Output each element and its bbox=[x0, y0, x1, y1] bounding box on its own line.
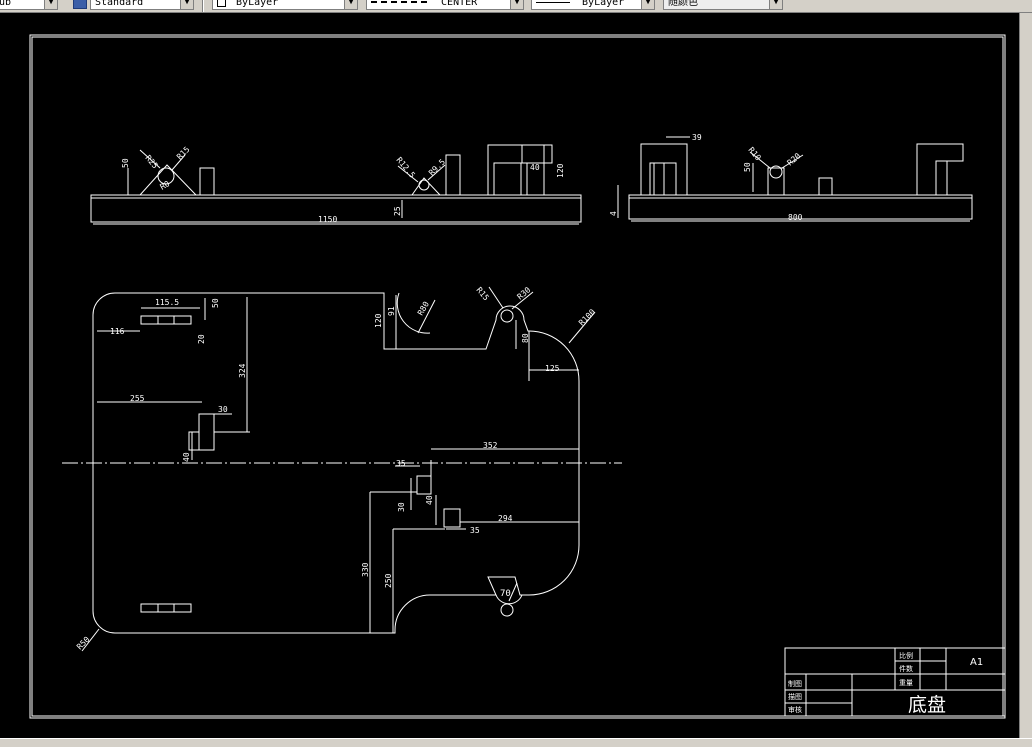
plan-dim-r50: R50 bbox=[75, 635, 92, 652]
plan-dim-35b: 35 bbox=[470, 526, 480, 535]
plan-dim-120: 120 bbox=[374, 313, 383, 328]
status-area bbox=[0, 738, 1032, 747]
lineweight-value: ByLayer bbox=[582, 0, 625, 8]
plan-dim-250: 250 bbox=[384, 573, 393, 588]
color-value: 随颜色 bbox=[668, 0, 698, 8]
plan-dim-r15: R15 bbox=[474, 286, 490, 303]
linetype-sample bbox=[371, 1, 427, 3]
plan-dim-40a: 40 bbox=[182, 452, 191, 462]
plan-dim-91: 91 bbox=[387, 306, 396, 316]
side-dim-800: 800 bbox=[788, 213, 803, 222]
front-dim-120: 120 bbox=[556, 163, 565, 178]
toolbar-separator bbox=[202, 0, 204, 12]
side-dim-r20: R20 bbox=[786, 151, 803, 167]
chevron-down-icon: ▼ bbox=[344, 0, 357, 9]
plan-dim-330: 330 bbox=[361, 562, 370, 577]
text-style-dropdown[interactable]: ub ▼ bbox=[0, 0, 58, 10]
plan-dim-255: 255 bbox=[130, 394, 145, 403]
cad-drawing: R25 R15 50 R0 R12.5 R9.5 40 120 25 1150 … bbox=[29, 34, 1006, 719]
layer-value: ByLayer bbox=[236, 0, 279, 8]
title-block-designed-label: 描图 bbox=[788, 692, 802, 701]
plan-dim-r80: R80 bbox=[416, 300, 431, 317]
layer-color-swatch bbox=[217, 0, 226, 7]
plan-dim-352: 352 bbox=[483, 441, 498, 450]
plan-dim-116: 116 bbox=[110, 327, 125, 336]
front-dim-r9-5: R9.5 bbox=[427, 157, 447, 177]
side-view bbox=[617, 136, 973, 222]
front-dim-r25: R25 bbox=[143, 154, 159, 171]
lineweight-dropdown[interactable]: ByLayer ▼ bbox=[531, 0, 655, 10]
side-dim-39: 39 bbox=[692, 133, 702, 142]
chevron-down-icon: ▼ bbox=[44, 0, 57, 9]
plan-dim-35a: 35 bbox=[396, 459, 406, 468]
drawing-canvas[interactable]: R25 R15 50 R0 R12.5 R9.5 40 120 25 1150 … bbox=[0, 13, 1019, 738]
chevron-down-icon: ▼ bbox=[641, 0, 654, 9]
linetype-dropdown[interactable]: CENTER ▼ bbox=[366, 0, 524, 10]
chevron-down-icon: ▼ bbox=[769, 0, 782, 9]
plan-dim-r100: R100 bbox=[577, 307, 597, 327]
plan-dim-30: 30 bbox=[218, 405, 228, 414]
plan-dim-50: 50 bbox=[211, 298, 220, 308]
plan-view bbox=[81, 286, 596, 652]
linetype-value: CENTER bbox=[441, 0, 478, 8]
plan-dim-115-5: 115.5 bbox=[155, 298, 179, 307]
front-dim-r12-5: R12.5 bbox=[394, 156, 416, 180]
inner-frame bbox=[31, 36, 1004, 717]
plan-dim-294: 294 bbox=[498, 514, 513, 523]
dimension-style-icon[interactable] bbox=[73, 0, 87, 9]
plan-dim-r30: R30 bbox=[516, 285, 533, 301]
front-dim-25: 25 bbox=[393, 206, 402, 216]
side-dim-4: 4 bbox=[609, 211, 618, 216]
plan-dim-324: 324 bbox=[238, 363, 247, 378]
title-block-weight-label: 重量 bbox=[899, 679, 913, 687]
plan-dim-80: 80 bbox=[521, 333, 530, 343]
plan-dim-70: 70 bbox=[500, 589, 511, 599]
title-block-scale-label: 比例 bbox=[899, 651, 913, 660]
front-view bbox=[90, 144, 582, 225]
layer-dropdown[interactable]: ByLayer ▼ bbox=[212, 0, 358, 10]
title-block-count-label: 件数 bbox=[899, 664, 913, 673]
plan-dim-20: 20 bbox=[197, 334, 206, 344]
plan-dim-125: 125 bbox=[545, 364, 560, 373]
chevron-down-icon: ▼ bbox=[180, 0, 193, 9]
title-block-drawn-label: 制图 bbox=[788, 679, 802, 688]
front-dim-40: 40 bbox=[530, 163, 540, 172]
plan-dim-30b: 30 bbox=[397, 502, 406, 512]
front-dim-1150: 1150 bbox=[318, 215, 337, 224]
outer-frame bbox=[29, 34, 1006, 719]
title-block-part-name: 底盘 bbox=[908, 694, 946, 716]
title-block-checked-label: 审核 bbox=[788, 705, 802, 714]
plan-dim-40b: 40 bbox=[425, 495, 434, 505]
lineweight-sample bbox=[536, 1, 570, 3]
vertical-scrollbar[interactable] bbox=[1019, 13, 1032, 738]
chevron-down-icon: ▼ bbox=[510, 0, 523, 9]
title-block-sheet-size: A1 bbox=[970, 657, 983, 668]
title-block-lines bbox=[784, 647, 1006, 717]
front-dim-50: 50 bbox=[121, 158, 130, 168]
side-dim-50: 50 bbox=[743, 162, 752, 172]
toolbar: ub ▼ Standard ▼ ByLayer ▼ CENTER ▼ ByLay… bbox=[0, 0, 1032, 13]
dim-style-dropdown[interactable]: Standard ▼ bbox=[90, 0, 194, 10]
dim-style-value: Standard bbox=[95, 0, 144, 8]
color-dropdown[interactable]: 随颜色 ▼ bbox=[663, 0, 783, 10]
front-dim-r15: R15 bbox=[175, 145, 192, 162]
text-style-value: ub bbox=[0, 0, 12, 8]
front-dim-r0: R0 bbox=[159, 179, 172, 192]
